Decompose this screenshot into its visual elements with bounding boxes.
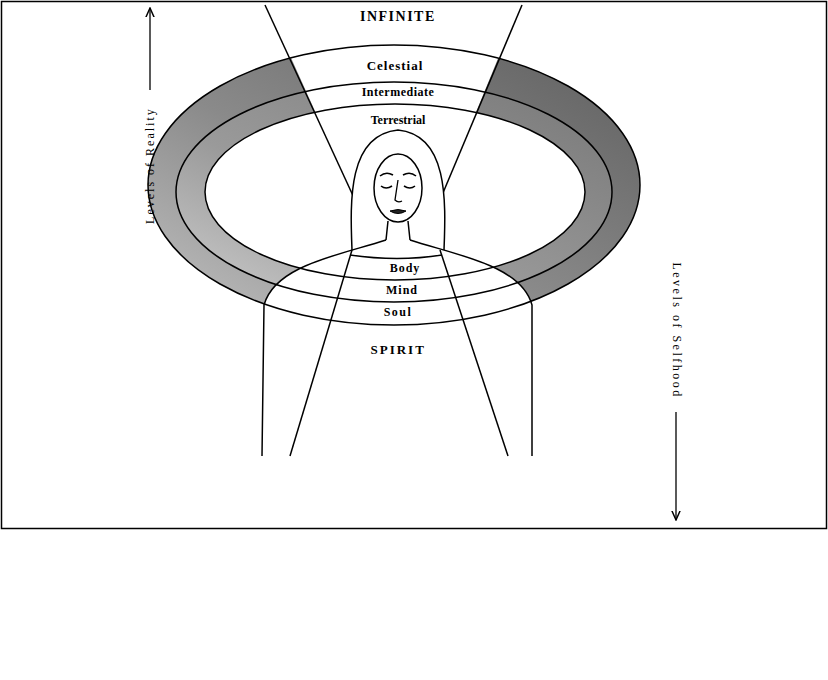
wedge-line [440,5,522,200]
ring-band: Celestial [365,58,426,74]
wedge-line [265,5,355,200]
ring-band: Body [388,261,423,276]
band-label: Body [390,262,421,275]
band-label: Intermediate [362,86,435,99]
mouth [390,210,406,214]
band-label: Soul [384,306,413,319]
face [374,154,422,222]
ring-band: Soul [382,305,415,320]
inner-ring [205,104,585,280]
wedge-line [290,250,352,456]
level-label: INFINITE [360,9,436,24]
axis-label: Levels of Reality [143,107,156,224]
hair-fill [351,130,445,250]
ring-band: Terrestrial [369,113,428,128]
ring-band: Intermediate [360,85,437,100]
ring-band: Mind [384,283,420,298]
wedge-line [440,250,508,456]
outer-ring [148,45,640,325]
middle-ring-shade [176,82,612,302]
axis-label: Levels of Selfhood [670,262,683,398]
shoulder [262,240,386,456]
middle-ring [176,82,612,302]
closed-eyes [381,186,415,188]
neck [386,221,410,240]
band-label: Mind [386,284,418,297]
hair [351,130,445,250]
body-arc [350,255,442,259]
figure-body [262,238,532,456]
band-label: Terrestrial [371,114,426,127]
reality-arrow [149,8,150,90]
nose [395,180,402,202]
level-label: SPIRIT [371,343,426,357]
selfhood-arrow [675,412,676,520]
eyebrows [380,173,416,176]
shoulder [410,240,532,456]
band-label: Celestial [367,59,424,73]
